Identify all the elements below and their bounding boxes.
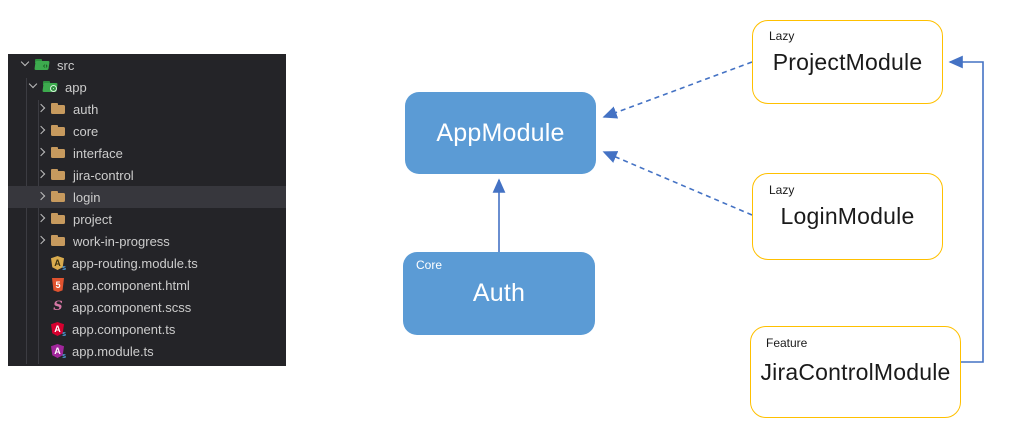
chevron-down-icon[interactable] bbox=[26, 79, 42, 95]
folder-icon bbox=[50, 167, 67, 183]
chevron-right-icon[interactable] bbox=[34, 233, 50, 249]
node-jira-control-module[interactable]: Feature JiraControlModule bbox=[750, 326, 961, 418]
indent-guide bbox=[38, 100, 39, 364]
tree-item-app[interactable]: app bbox=[8, 76, 286, 98]
tree-item-src[interactable]: ‹› src bbox=[8, 54, 286, 76]
chevron-spacer bbox=[34, 255, 50, 271]
chevron-right-icon[interactable] bbox=[34, 189, 50, 205]
chevron-down-icon[interactable] bbox=[18, 57, 34, 73]
tree-item-label: login bbox=[73, 189, 101, 205]
tree-item-app-routing-module-ts[interactable]: A s app-routing.module.ts bbox=[8, 252, 286, 274]
tree-item-label: core bbox=[73, 123, 99, 139]
node-title: AppModule bbox=[436, 118, 565, 147]
tree-item-label: app.component.html bbox=[72, 277, 190, 293]
tree-item-login[interactable]: login bbox=[8, 186, 286, 208]
node-project-module[interactable]: Lazy ProjectModule bbox=[752, 20, 943, 104]
tree-item-work-in-progress[interactable]: work-in-progress bbox=[8, 230, 286, 252]
folder-icon bbox=[50, 101, 67, 117]
edge-loginmodule-to-appmodule bbox=[602, 151, 753, 216]
html5-file-icon: 5 bbox=[50, 277, 66, 293]
edge-projectmodule-to-appmodule bbox=[602, 61, 753, 119]
folder-app-open-icon bbox=[42, 79, 59, 95]
node-tag: Lazy bbox=[769, 29, 795, 43]
folder-icon bbox=[50, 211, 67, 227]
tree-item-label: jira-control bbox=[73, 167, 134, 183]
tree-item-app-component-scss[interactable]: S app.component.scss bbox=[8, 296, 286, 318]
indent-guide bbox=[26, 78, 27, 364]
tree-item-interface[interactable]: interface bbox=[8, 142, 286, 164]
angular-routing-file-icon: A s bbox=[50, 255, 66, 272]
node-auth[interactable]: Core Auth bbox=[403, 252, 595, 335]
chevron-spacer bbox=[34, 321, 50, 337]
tree-item-label: interface bbox=[73, 145, 123, 161]
node-tag: Lazy bbox=[769, 183, 795, 197]
chevron-spacer bbox=[34, 277, 50, 293]
tree-item-label: src bbox=[57, 57, 75, 73]
angular-module-file-icon: A s bbox=[50, 343, 66, 360]
tree-item-label: app bbox=[65, 79, 87, 95]
node-login-module[interactable]: Lazy LoginModule bbox=[752, 173, 943, 260]
tree-item-label: work-in-progress bbox=[73, 233, 170, 249]
tree-item-project[interactable]: project bbox=[8, 208, 286, 230]
chevron-right-icon[interactable] bbox=[34, 145, 50, 161]
folder-icon bbox=[50, 189, 67, 205]
node-tag: Core bbox=[416, 258, 443, 272]
node-title: JiraControlModule bbox=[760, 358, 951, 385]
node-title: Auth bbox=[472, 279, 526, 307]
chevron-spacer bbox=[34, 343, 50, 359]
gear-icon bbox=[50, 85, 57, 92]
folder-icon bbox=[50, 145, 67, 161]
chevron-right-icon[interactable] bbox=[34, 211, 50, 227]
src-emblem: ‹› bbox=[43, 63, 48, 70]
tree-item-label: project bbox=[73, 211, 113, 227]
chevron-spacer bbox=[34, 299, 50, 315]
chevron-right-icon[interactable] bbox=[34, 101, 50, 117]
tree-item-app-component-html[interactable]: 5 app.component.html bbox=[8, 274, 286, 296]
folder-src-open-icon: ‹› bbox=[34, 57, 51, 73]
node-title: ProjectModule bbox=[772, 48, 923, 75]
node-tag: Feature bbox=[766, 336, 808, 350]
tree-item-app-module-ts[interactable]: A s app.module.ts bbox=[8, 340, 286, 362]
sass-file-icon: S bbox=[53, 299, 63, 314]
tree-item-label: app.component.ts bbox=[72, 321, 176, 337]
tree-item-label: app.module.ts bbox=[72, 343, 154, 359]
node-title: LoginModule bbox=[780, 203, 915, 229]
chevron-right-icon[interactable] bbox=[34, 167, 50, 183]
angular-component-file-icon: A s bbox=[50, 321, 66, 338]
folder-icon bbox=[50, 123, 67, 139]
tree-item-label: app-routing.module.ts bbox=[72, 255, 198, 271]
node-app-module[interactable]: AppModule bbox=[405, 92, 596, 174]
chevron-right-icon[interactable] bbox=[34, 123, 50, 139]
tree-item-label: auth bbox=[73, 101, 99, 117]
tree-item-jira-control[interactable]: jira-control bbox=[8, 164, 286, 186]
tree-item-app-component-ts[interactable]: A s app.component.ts bbox=[8, 318, 286, 340]
file-explorer-panel: ‹› src app auth core interface jira-con bbox=[8, 54, 286, 366]
tree-item-auth[interactable]: auth bbox=[8, 98, 286, 120]
tree-item-core[interactable]: core bbox=[8, 120, 286, 142]
tree-item-label: app.component.scss bbox=[72, 299, 192, 315]
folder-icon bbox=[50, 233, 67, 249]
edge-jiracontrolmodule-to-projectmodule bbox=[948, 55, 984, 363]
